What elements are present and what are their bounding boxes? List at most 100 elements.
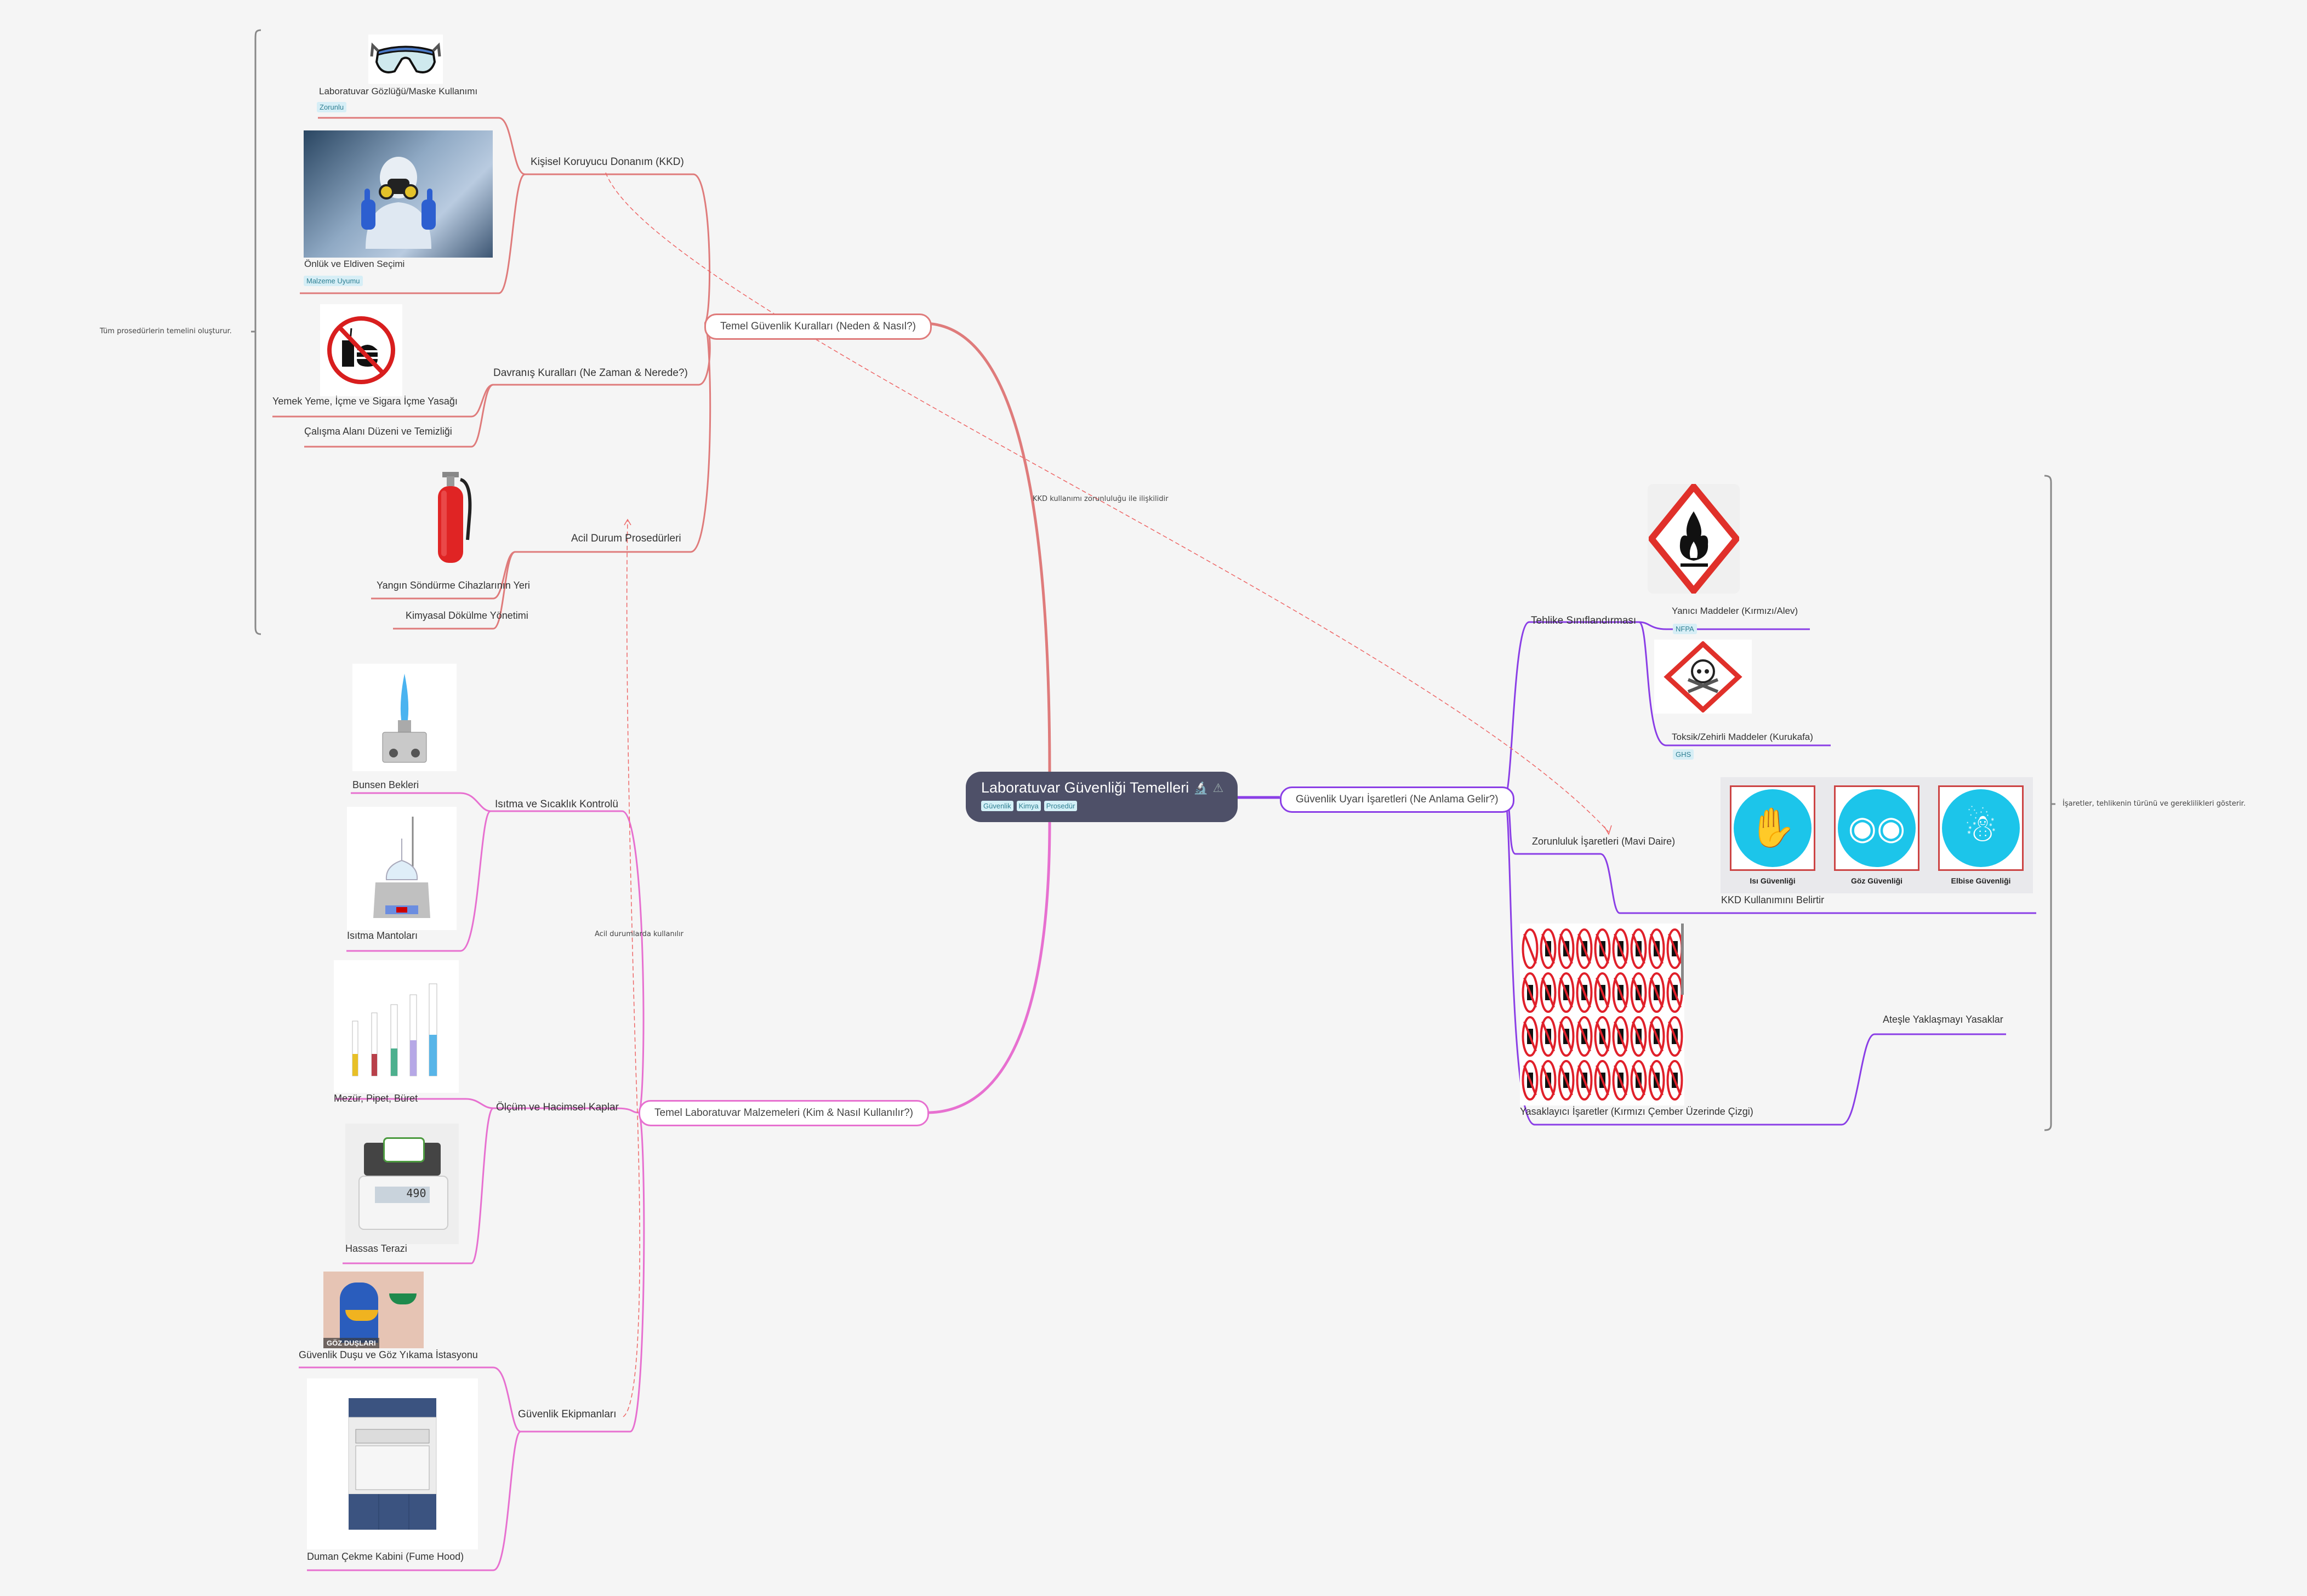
fume-hood-image [307, 1378, 478, 1549]
mandatory-sign-eye: ◉◉ Göz Güvenliği [1834, 785, 1919, 885]
balance-display: 490 [374, 1187, 430, 1203]
topic-bunsen[interactable]: Bunsen Bekleri [352, 779, 419, 790]
topic-mandatory-signs[interactable]: Zorunluluk İşaretleri (Mavi Daire) [1532, 836, 1676, 847]
toxic-pictogram-image [1654, 640, 1752, 714]
topic-emergency-procedures[interactable]: Acil Durum Prosedürleri [571, 533, 681, 544]
eyewash-station-image: GÖZ DUŞLARI [323, 1272, 424, 1348]
mandatory-caption: Elbise Güvenliği [1951, 876, 2011, 885]
heating-mantle-image [347, 807, 457, 930]
branch-lab-equipment[interactable]: Temel Laboratuvar Malzemeleri (Kim & Nas… [639, 1100, 929, 1126]
mandatory-sign-gloves: ✋ Isı Güvenliği [1730, 785, 1815, 885]
mandatory-caption: Isı Güvenliği [1750, 876, 1796, 885]
topic-prohibition-signs[interactable]: Yasaklayıcı İşaretler (Kırmızı Çember Üz… [1520, 1106, 1753, 1117]
prohibition-sign-icon [1540, 972, 1556, 1013]
branch-warning-signs[interactable]: Güvenlik Uyarı İşaretleri (Ne Anlama Gel… [1280, 786, 1514, 813]
precision-balance-image: 490 [345, 1124, 459, 1244]
prohibition-image-scrollbar[interactable] [1681, 924, 1684, 995]
ppe-worker-icon [361, 157, 436, 249]
graduated-cylinders-icon [352, 983, 437, 1076]
prohibition-sign-icon [1576, 928, 1592, 969]
topic-ppe-usage[interactable]: KKD Kullanımını Belirtir [1721, 894, 1825, 905]
topic-flammable[interactable]: Yanıcı Maddeler (Kırmızı/Alev) [1672, 606, 1798, 616]
topic-toxic[interactable]: Toksik/Zehirli Maddeler (Kurukafa) [1672, 732, 1813, 742]
gloves-icon: ✋ [1734, 789, 1812, 867]
prohibition-sign-icon [1558, 972, 1574, 1013]
warning-icon: ⚠ [1212, 780, 1224, 795]
tag-ghs: GHS [1673, 749, 1694, 760]
mandatory-signs-image: ✋ Isı Güvenliği ◉◉ Göz Güvenliği ☃ Elbis… [1721, 777, 2033, 893]
prohibition-sign-icon [1594, 1016, 1610, 1057]
goggles-icon [370, 42, 441, 73]
prohibition-sign-icon [1648, 1060, 1665, 1101]
prohibition-sign-icon [1576, 972, 1592, 1013]
root-title: Laboratuvar Güvenliği Temelleri [981, 779, 1189, 796]
root-topic[interactable]: Laboratuvar Güvenliği Temelleri 🔬 ⚠ Güve… [966, 772, 1238, 822]
prohibition-sign-icon [1522, 1016, 1538, 1057]
summary-rules: Tüm prosedürlerin temelini oluşturur. [100, 327, 232, 335]
tag-nfpa: NFPA [1673, 624, 1697, 634]
prohibition-sign-icon [1630, 1060, 1647, 1101]
topic-fume-hood[interactable]: Duman Çekme Kabini (Fume Hood) [307, 1551, 464, 1562]
prohibition-sign-icon [1666, 928, 1683, 969]
topic-no-fire[interactable]: Ateşle Yaklaşmayı Yasaklar [1883, 1014, 2003, 1025]
topic-no-eating[interactable]: Yemek Yeme, İçme ve Sigara İçme Yasağı [272, 396, 458, 407]
prohibition-sign-icon [1648, 928, 1665, 969]
topic-heating-mantle[interactable]: Isıtma Mantoları [347, 930, 418, 941]
eyewash-bowl-icon [345, 1310, 378, 1321]
ppe-worker-image [304, 130, 493, 258]
prohibition-signs-image [1520, 924, 1684, 1105]
protective-suit-icon: ☃ [1942, 789, 2020, 867]
link-root-equipment [926, 822, 1051, 1114]
prohibition-sign-icon [1648, 972, 1665, 1013]
prohibition-sign-icon [1630, 1016, 1647, 1057]
prohibition-sign-icon [1666, 972, 1683, 1013]
prohibition-sign-icon [1540, 928, 1556, 969]
topic-fire-extinguisher-location[interactable]: Yangın Söndürme Cihazlarının Yeri [377, 580, 530, 591]
microscope-icon: 🔬 [1193, 780, 1209, 795]
topic-cylinders[interactable]: Mezür, Pipet, Büret [334, 1093, 418, 1104]
prohibition-sign-icon [1522, 1060, 1538, 1101]
topic-workspace-order[interactable]: Çalışma Alanı Düzeni ve Temizliği [304, 426, 452, 437]
heating-mantle-icon [373, 816, 430, 918]
topic-heating[interactable]: Isıtma ve Sıcaklık Kontrolü [495, 799, 618, 810]
topic-hazard-classification[interactable]: Tehlike Sınıflandırması [1531, 615, 1637, 626]
prohibition-grid [1522, 927, 1683, 1102]
root-tag: Prosedür [1044, 801, 1078, 811]
branch-safety-rules[interactable]: Temel Güvenlik Kuralları (Neden & Nasıl?… [704, 314, 932, 340]
prohibition-sign-icon [1558, 1016, 1574, 1057]
prohibition-sign-icon [1540, 1060, 1556, 1101]
prohibition-sign-icon [1612, 928, 1628, 969]
root-tag: Kimya [1016, 801, 1041, 811]
topic-safety-equipment[interactable]: Güvenlik Ekipmanları [518, 1409, 617, 1420]
mandatory-caption: Göz Güvenliği [1850, 876, 1903, 885]
flammable-icon [1648, 484, 1739, 594]
topic-ppe[interactable]: Kişisel Koruyucu Donanım (KKD) [531, 156, 684, 168]
prohibition-sign-icon [1594, 928, 1610, 969]
topic-coat-gloves[interactable]: Önlük ve Eldiven Seçimi [304, 259, 405, 269]
topic-measurement[interactable]: Ölçüm ve Hacimsel Kaplar [496, 1102, 619, 1113]
topic-precision-balance[interactable]: Hassas Terazi [345, 1243, 407, 1254]
skull-crossbones-icon [1664, 641, 1742, 713]
prohibition-sign-icon [1666, 1016, 1683, 1057]
prohibition-sign-icon [1522, 972, 1538, 1013]
prohibition-sign-icon [1612, 1016, 1628, 1057]
balance-icon: 490 [353, 1137, 452, 1230]
topic-chemical-spill[interactable]: Kimyasal Dökülme Yönetimi [406, 610, 528, 621]
prohibition-sign-icon [1540, 1016, 1556, 1057]
relationship-label-kkd[interactable]: KKD kullanımı zorunluluğu ile ilişkilidi… [1033, 495, 1169, 503]
link-root-rules [923, 322, 1051, 773]
prohibition-sign-icon [1612, 1060, 1628, 1101]
relationship-label-emergency[interactable]: Acil durumlarda kullanılır [595, 930, 683, 938]
no-food-sign-image [320, 304, 402, 396]
graduated-cylinders-image [334, 960, 459, 1093]
bunsen-burner-image [352, 664, 457, 771]
prohibition-sign-icon [1558, 928, 1574, 969]
prohibition-sign-icon [1594, 1060, 1610, 1101]
no-food-drink-icon [327, 316, 395, 384]
relationship-line-emergency [623, 520, 640, 1417]
topic-eyewash[interactable]: Güvenlik Duşu ve Göz Yıkama İstasyonu [299, 1349, 478, 1360]
topic-behavior-rules[interactable]: Davranış Kuralları (Ne Zaman & Nerede?) [493, 367, 688, 379]
topic-goggles[interactable]: Laboratuvar Gözlüğü/Maske Kullanımı [319, 86, 478, 96]
eye-protection-icon: ◉◉ [1838, 789, 1916, 867]
prohibition-sign-icon [1630, 928, 1647, 969]
